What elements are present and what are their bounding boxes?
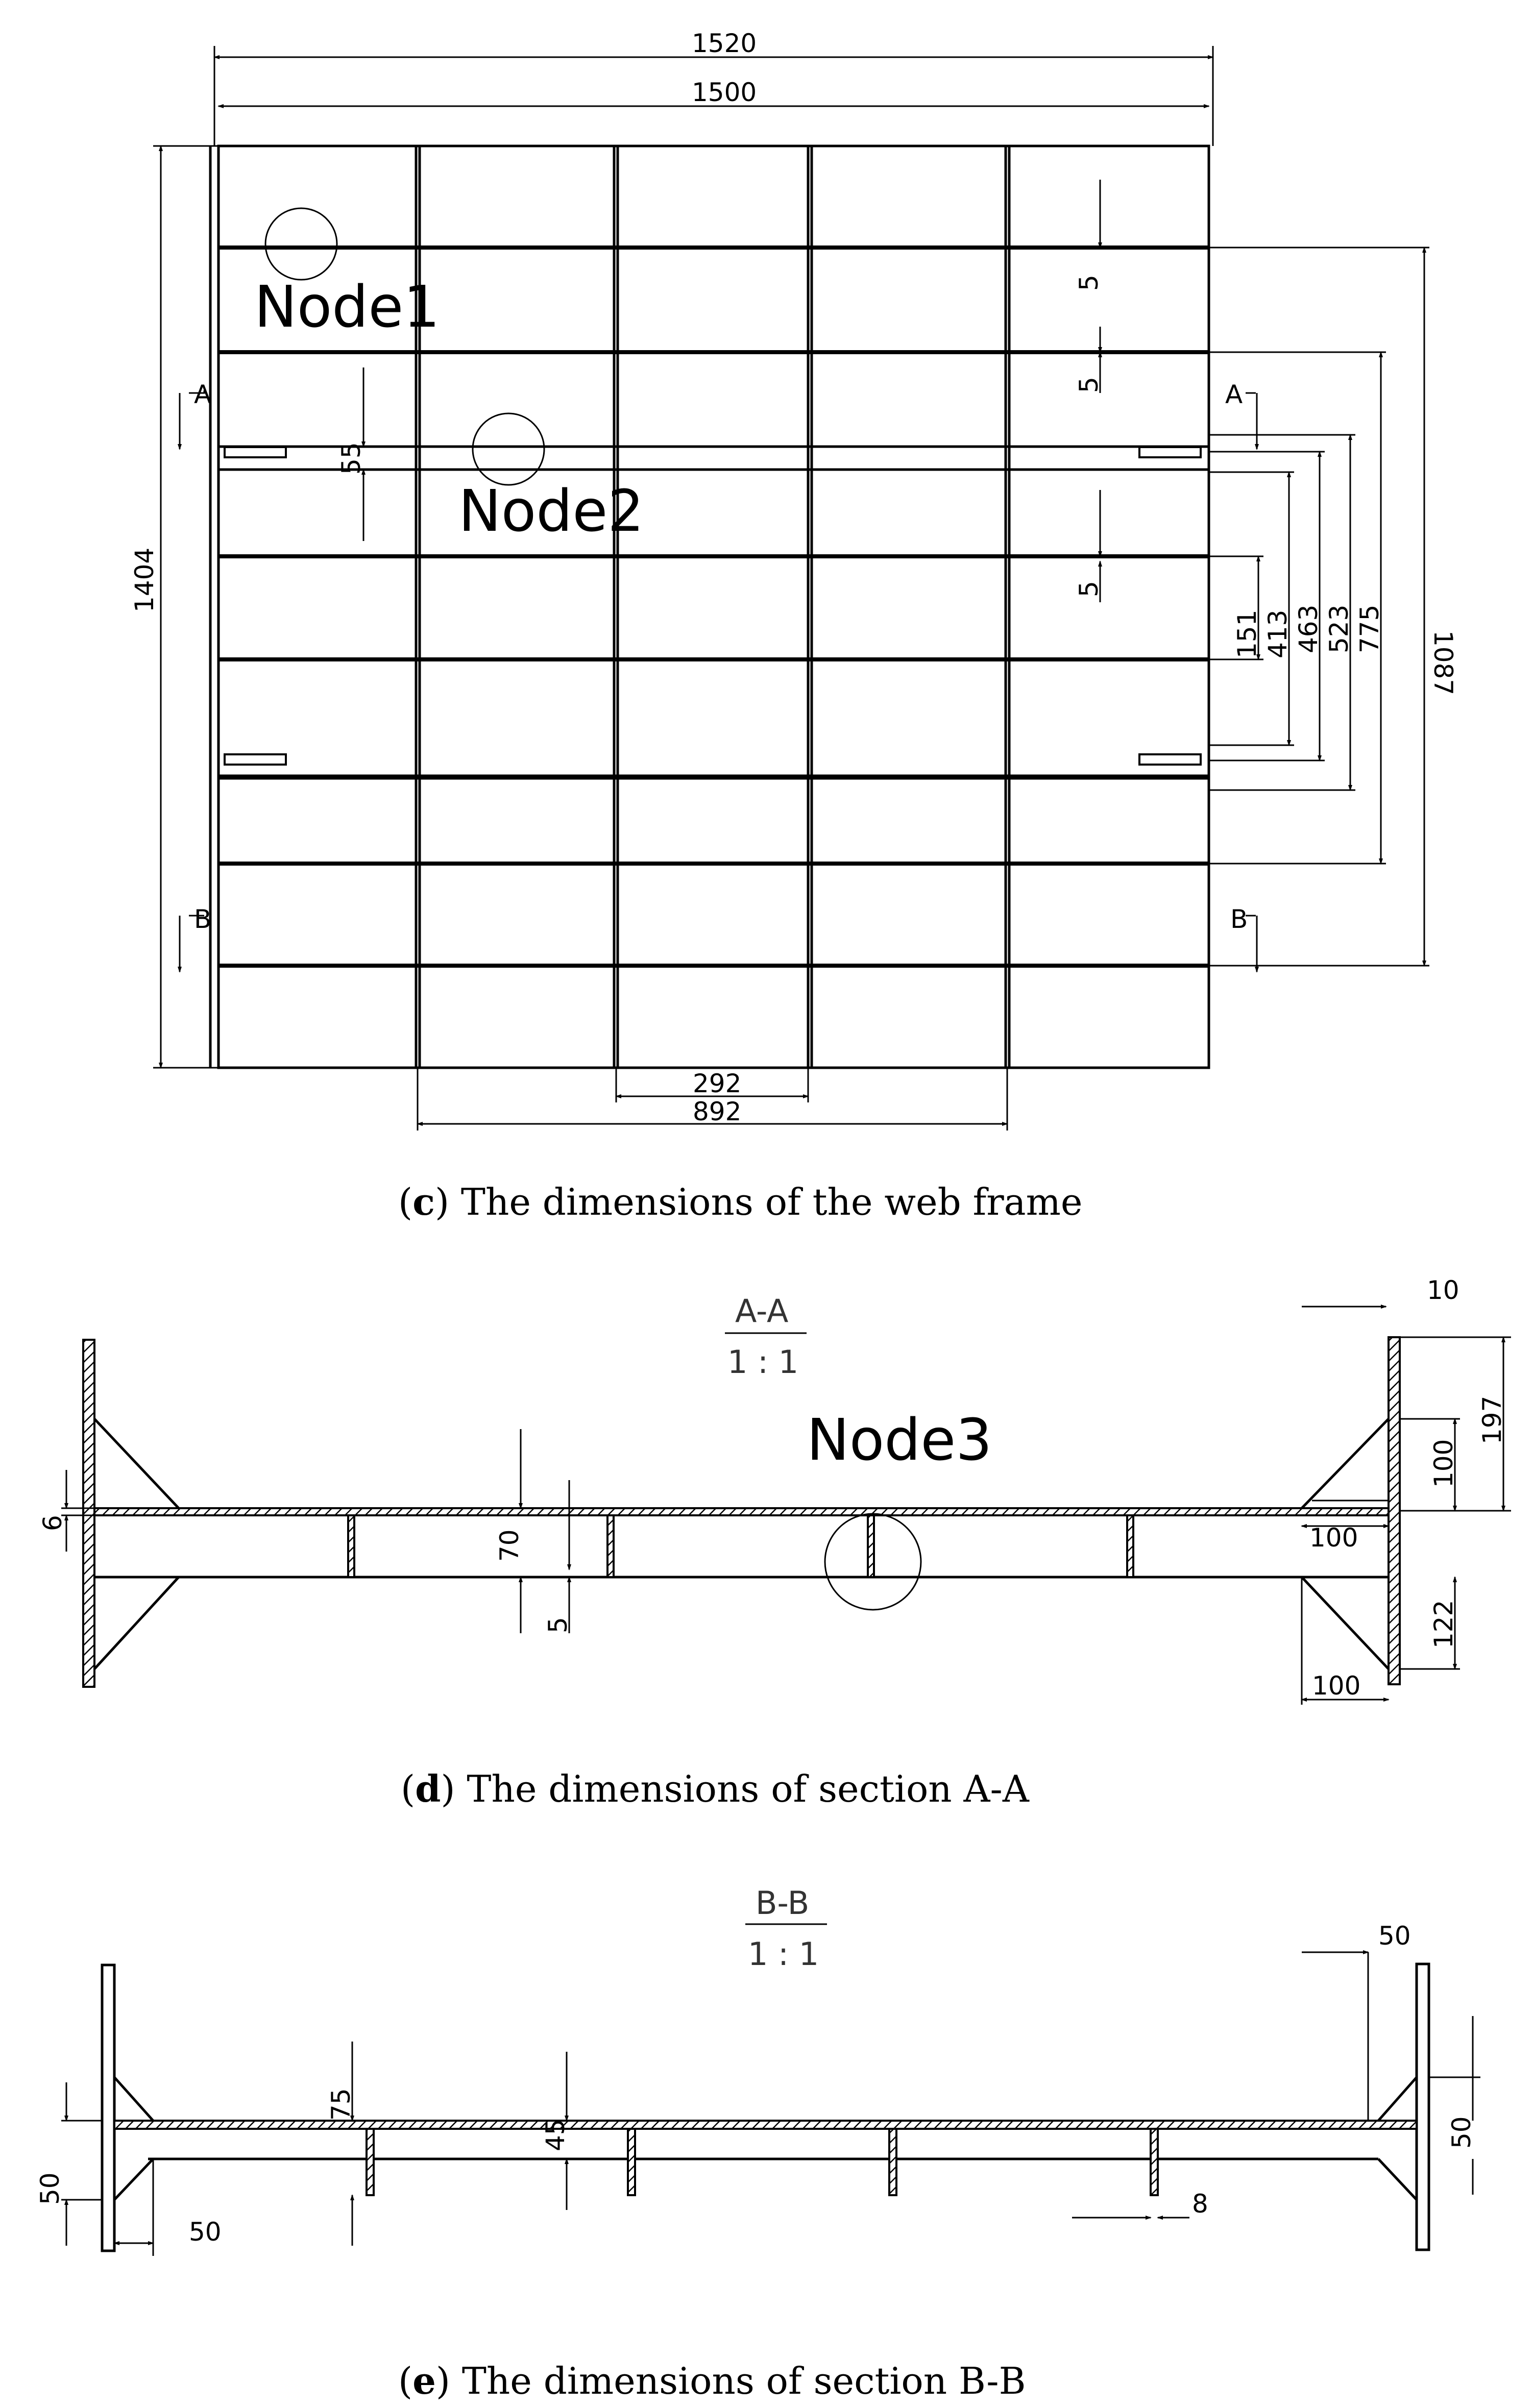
section-aa-scale: 1 : 1: [727, 1343, 798, 1381]
node2-circle: [472, 412, 545, 486]
dim-100-v: 100: [1429, 1439, 1458, 1488]
dim-5-c: 5: [1074, 581, 1104, 597]
section-bb-drawing: B-B 1 : 1 50 50 50 50: [35, 1884, 1480, 2256]
caption-e: (e) The dimensions of section B-B: [398, 2359, 1026, 2402]
dim-775: 775: [1355, 605, 1384, 653]
dim-1500: 1500: [692, 78, 757, 107]
dim-50-right: 50: [1447, 2116, 1476, 2149]
dim-50-top: 50: [1378, 1921, 1411, 1951]
dim-523: 523: [1324, 605, 1354, 653]
dim-413: 413: [1263, 610, 1293, 658]
dim-55: 55: [336, 442, 366, 475]
dim-463: 463: [1294, 605, 1323, 653]
dim-892: 892: [693, 1097, 741, 1126]
node1-label: Node1: [254, 274, 440, 340]
web-frame-drawing: Node1 Node2 1520 1500 1404 55 A A: [130, 29, 1458, 1131]
caption-d: (d) The dimensions of section A-A: [401, 1767, 1030, 1810]
node3-circle: [824, 1513, 922, 1611]
node3-label: Node3: [807, 1407, 992, 1473]
dim-1087: 1087: [1428, 630, 1458, 695]
dim-292: 292: [693, 1069, 741, 1098]
dim-50-left: 50: [189, 2217, 222, 2247]
section-aa-drawing: A-A 1 : 1 Node3 10 197 100: [38, 1275, 1511, 1705]
dim-75: 75: [326, 2088, 356, 2121]
svg-text:B: B: [1230, 904, 1248, 934]
dim-197: 197: [1477, 1396, 1507, 1444]
dim-6: 6: [38, 1515, 67, 1531]
svg-text:B: B: [194, 904, 211, 934]
dim-5-a: 5: [1074, 275, 1104, 291]
dim-5: 5: [543, 1617, 573, 1633]
dim-45: 45: [541, 2119, 570, 2151]
dim-10: 10: [1427, 1275, 1459, 1305]
dim-122: 122: [1429, 1600, 1458, 1649]
dim-100-h1: 100: [1309, 1523, 1358, 1553]
section-marker-a-left: A: [178, 380, 211, 450]
dim-70: 70: [495, 1529, 524, 1562]
frame-grid: [218, 146, 1209, 1068]
section-bb-title: B-B: [756, 1884, 809, 1922]
svg-text:A: A: [1225, 380, 1243, 409]
svg-text:A: A: [194, 380, 211, 409]
dim-5-b: 5: [1074, 377, 1104, 393]
dim-1404: 1404: [130, 548, 159, 612]
dim-1520: 1520: [692, 29, 757, 58]
node2-label: Node2: [458, 478, 644, 545]
dim-151: 151: [1232, 610, 1262, 658]
section-marker-b-left: B: [178, 904, 211, 973]
section-aa-title: A-A: [735, 1292, 788, 1330]
section-marker-a-right: A: [1225, 380, 1259, 450]
dim-100-h2: 100: [1312, 1671, 1360, 1701]
frame-outline: [217, 144, 1210, 1069]
caption-c: (c) The dimensions of the web frame: [398, 1180, 1082, 1223]
dim-50-bottom: 50: [35, 2172, 65, 2205]
section-marker-b-right: B: [1230, 904, 1259, 973]
section-bb-scale: 1 : 1: [748, 1935, 819, 1973]
node1-circle: [264, 207, 338, 281]
dim-8: 8: [1192, 2189, 1208, 2219]
